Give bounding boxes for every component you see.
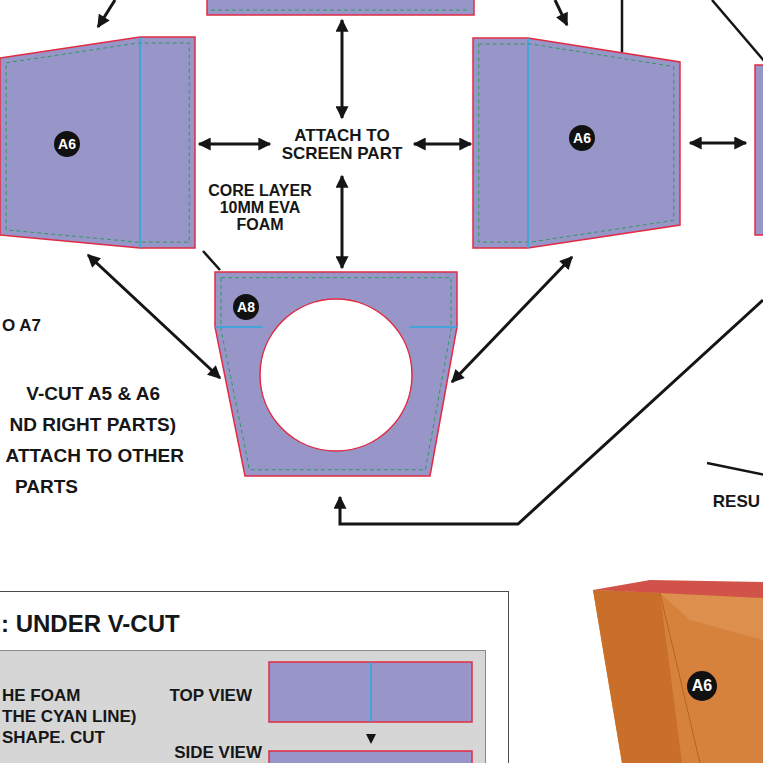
note-text: ND RIGHT PARTS) (10, 415, 176, 435)
part-number: A6 (687, 671, 717, 701)
seam-allowance (6, 43, 189, 242)
instruction-panel: : UNDER V-CUT HE FOAM THE CYAN LINE) SHAPE.… (0, 591, 509, 763)
foam-part: A8 (215, 272, 458, 477)
note-text: PARTS (15, 477, 78, 497)
part-outline (0, 37, 196, 249)
note-text: ATTACH TO OTHER (6, 446, 184, 466)
instruction-panel: HE FOAM THE CYAN LINE) SHAPE. CUT TOP VIEW S… (0, 650, 486, 763)
panel-text: TOP VIEW (169, 687, 252, 705)
foam-part-3d (593, 580, 763, 763)
part-number: A6 (54, 131, 80, 157)
v-cut-line (139, 37, 141, 248)
foam-part: A6 (0, 37, 196, 249)
leader-lines (203, 0, 763, 475)
panel-text: SHAPE. CUT (2, 729, 105, 747)
cutout-hole (260, 299, 412, 451)
foam-part: A6 (473, 38, 681, 249)
part-number: A8 (233, 294, 259, 320)
panel-text: HE FOAM (2, 687, 80, 705)
note-text: O A7 (2, 317, 41, 335)
partial-part (755, 65, 763, 235)
v-cut-line (409, 326, 457, 328)
note-text: V-CUT A5 & A6 (26, 384, 160, 404)
v-cut-line (527, 38, 529, 248)
panel-text: SIDE VIEW (174, 744, 262, 762)
seam-allowance (221, 278, 451, 470)
screen-part (207, 0, 474, 15)
attach-arrow (88, 255, 220, 378)
note-text: RESU (713, 493, 760, 511)
v-cut-line (215, 326, 263, 328)
part-shape (473, 38, 680, 248)
attach-arrow (452, 257, 572, 382)
part-shape (215, 272, 457, 476)
part-number: A6 (569, 125, 595, 151)
panel-text: THE CYAN LINE) (2, 708, 136, 726)
attach-arrows (98, 0, 763, 524)
note-text: ATTACH TO SCREEN PART (275, 127, 409, 163)
part-shape (0, 37, 195, 248)
note-text: CORE LAYER 10MM EVA FOAM (197, 183, 323, 233)
seam-allowance (479, 44, 674, 242)
panel-text: : UNDER V-CUT (1, 611, 180, 636)
